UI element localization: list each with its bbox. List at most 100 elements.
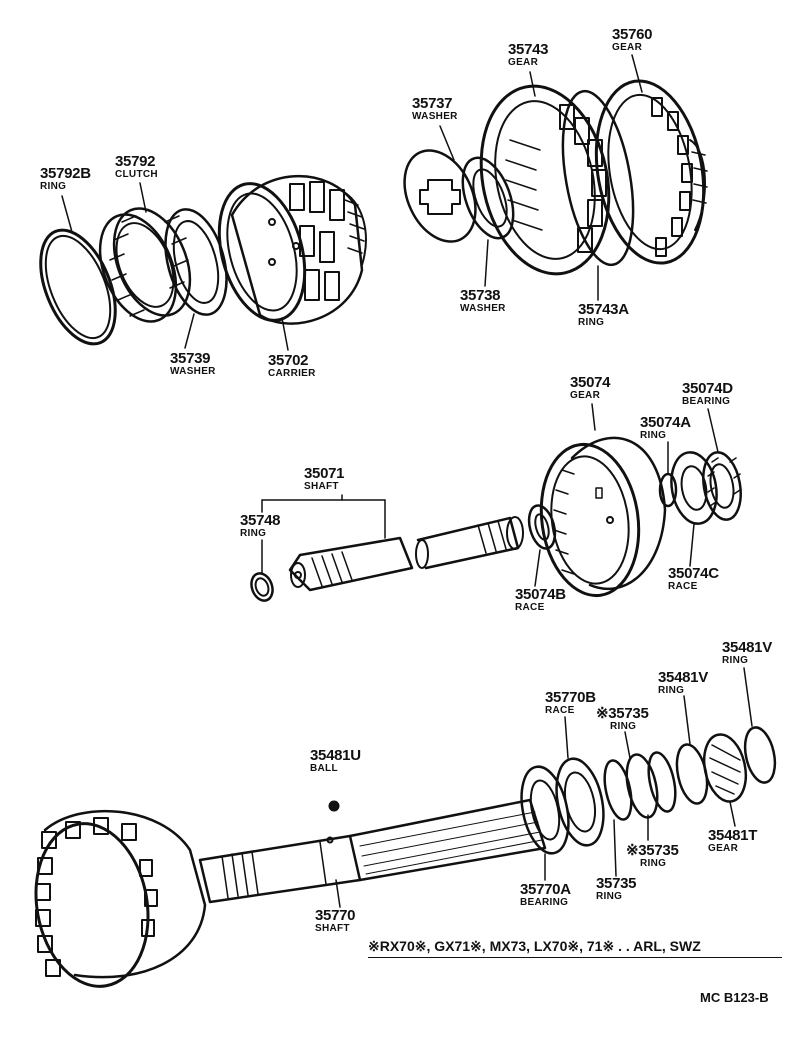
part-number: 35481V: [722, 639, 772, 656]
drum-drawing: [34, 809, 207, 988]
part-number: 35074A: [640, 414, 691, 431]
race-35770B-drawing: [555, 757, 605, 847]
part-name: BEARING: [520, 897, 569, 908]
part-name: RING: [658, 685, 685, 696]
washer-35737-drawing: [403, 149, 477, 243]
part-number: 35738: [460, 287, 501, 304]
part-name: BEARING: [682, 396, 731, 407]
part-name: WASHER: [460, 303, 506, 314]
label-part-35074C: 35074C RACE: [668, 566, 719, 592]
part-name: GEAR: [570, 390, 601, 401]
shaft-35071-drawing: [288, 516, 524, 592]
bearing-35074D-drawing: [702, 451, 742, 521]
part-number: 35792: [115, 153, 156, 170]
label-part-35735-lower: 35735 RING: [596, 875, 637, 902]
part-name: RING: [578, 317, 605, 328]
part-number: 35074D: [682, 380, 733, 397]
carrier-35702-drawing: [217, 175, 367, 325]
gear-35074-drawing: [539, 436, 667, 598]
part-number: 35760: [612, 26, 653, 43]
part-number: 35074C: [668, 565, 719, 582]
rings-35735-drawing: [603, 751, 677, 821]
part-name: RING: [722, 655, 749, 666]
washer-35738-drawing: [461, 156, 515, 240]
part-number: 35770B: [545, 689, 596, 706]
part-number: 35743A: [578, 301, 629, 318]
gear-35760-drawing: [594, 79, 708, 265]
label-part-35071: 35071 SHAFT: [304, 465, 345, 492]
shaft-35770-drawing: [198, 798, 547, 904]
part-number: 35074: [570, 374, 611, 391]
label-part-35792: 35792 CLUTCH: [115, 154, 158, 180]
part-name: GEAR: [612, 42, 643, 53]
label-part-35743: 35743 GEAR: [508, 41, 549, 68]
label-part-35735-upper: ※35735 RING: [596, 705, 649, 732]
part-name: SHAFT: [315, 923, 350, 934]
label-part-35770A: 35770A BEARING: [520, 882, 571, 908]
label-part-35481T: 35481T GEAR: [708, 828, 757, 854]
label-part-35702: 35702 CARRIER: [268, 353, 316, 379]
label-part-35743A: 35743A RING: [578, 302, 629, 328]
part-name: RING: [240, 528, 267, 539]
label-part-35738: 35738 WASHER: [460, 288, 506, 314]
label-part-35481U: 35481U BALL: [310, 748, 361, 774]
part-name: RING: [640, 430, 667, 441]
part-number: 35735: [596, 875, 637, 892]
label-part-35074D: 35074D BEARING: [682, 381, 733, 407]
part-name: GEAR: [508, 57, 539, 68]
label-part-35074B: 35074B RACE: [515, 587, 566, 613]
label-part-35074A: 35074A RING: [640, 415, 691, 441]
part-name: SHAFT: [304, 481, 339, 492]
part-name: RING: [596, 891, 623, 902]
label-part-35735-middle: ※35735 RING: [626, 842, 679, 869]
part-number: 35737: [412, 95, 453, 112]
part-name: RING: [40, 181, 67, 192]
label-part-35737: 35737 WASHER: [412, 96, 458, 122]
part-number: 35074B: [515, 586, 566, 603]
part-number: 35743: [508, 41, 549, 58]
race-35074C-drawing: [670, 451, 718, 525]
part-number: 35481T: [708, 827, 758, 844]
label-part-35760: 35760 GEAR: [612, 26, 653, 53]
part-number: 35792B: [40, 165, 91, 182]
part-name: RING: [640, 858, 667, 869]
part-number: 35770: [315, 907, 356, 924]
diagram-code: MC B123-B: [700, 990, 769, 1005]
part-name: BALL: [310, 763, 338, 774]
gear-35481T-drawing: [702, 733, 748, 803]
part-name: WASHER: [412, 111, 458, 122]
label-part-35748: 35748 RING: [240, 512, 281, 539]
label-part-35770: 35770 SHAFT: [315, 907, 356, 934]
part-name: WASHER: [170, 366, 216, 377]
ball-35481U-drawing: [328, 800, 340, 812]
ring-35748-drawing: [250, 572, 274, 602]
part-number: 35748: [240, 512, 281, 529]
ring-35743A-drawing: [561, 89, 635, 267]
label-part-35739: 35739 WASHER: [170, 351, 216, 377]
gear-35743-drawing: [479, 84, 611, 276]
part-name: RING: [610, 721, 637, 732]
part-name: GEAR: [708, 843, 739, 854]
part-number: ※35735: [626, 842, 679, 859]
part-number: 35739: [170, 350, 211, 367]
part-number: 35481V: [658, 669, 708, 686]
part-name: CARRIER: [268, 368, 316, 379]
part-number: 35071: [304, 465, 345, 482]
label-part-35792B: 35792B RING: [40, 166, 91, 192]
part-name: RACE: [668, 581, 698, 592]
ring-35792B-drawing: [39, 228, 117, 346]
label-part-35481V-outer: 35481V RING: [722, 640, 772, 666]
part-number: 35702: [268, 352, 309, 369]
part-number: 35770A: [520, 881, 571, 898]
part-number: 35481U: [310, 747, 361, 764]
part-name: RACE: [515, 602, 545, 613]
part-number: ※35735: [596, 705, 649, 722]
part-name: RACE: [545, 705, 575, 716]
part-name: CLUTCH: [115, 169, 158, 180]
model-applicability-note: ※RX70※, GX71※, MX73, LX70※, 71※ . . ARL,…: [368, 938, 782, 958]
leader-lines: [61, 54, 753, 908]
label-part-35481V-inner: 35481V RING: [658, 670, 708, 696]
label-part-35770B: 35770B RACE: [545, 690, 596, 716]
